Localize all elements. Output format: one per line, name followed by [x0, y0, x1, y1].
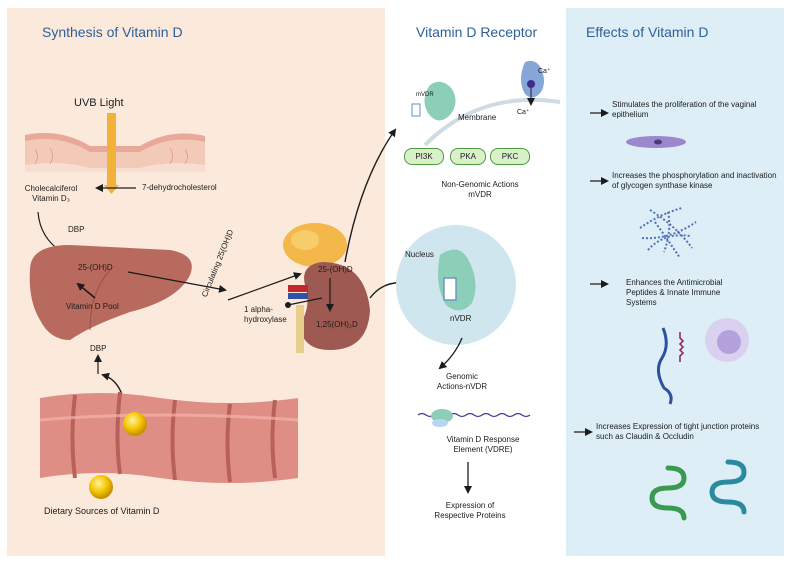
- uvb-label: UVB Light: [74, 97, 124, 109]
- nvdr-label: nVDR: [450, 314, 472, 323]
- liver-25oh-label: 25-(OH)D: [78, 263, 113, 272]
- dbp-label-bottom: DBP: [90, 344, 107, 353]
- effect-vaginal-epithelium: Stimulates the proliferation of the vagi…: [612, 100, 757, 119]
- antimicrobial-peptide: [657, 327, 673, 405]
- pathway-pka: PKA: [450, 148, 486, 165]
- dehydrocholesterol-label: 7-dehydrocholesterol: [142, 183, 217, 192]
- calcitriol-label: 1,25(OH)₂D: [316, 320, 358, 329]
- liver: [29, 245, 192, 340]
- uvb-beam: [107, 113, 116, 185]
- tight-junction-proteins: [649, 459, 747, 521]
- effect-tight-junction: Increases Expression of tight junction p…: [596, 422, 760, 441]
- effect-glycogen-synthase: Increases the phosphorylation and inacti…: [612, 171, 777, 190]
- calcium-label-bottom: Ca⁺: [517, 109, 530, 116]
- genomic-label: Genomic Actions-nVDR: [436, 372, 488, 391]
- non-genomic-label: Non-Genomic Actions mVDR: [441, 180, 519, 199]
- membrane-label: Membrane: [458, 113, 497, 122]
- receptor-header: Vitamin D Receptor: [416, 24, 538, 40]
- nucleus-label: Nucleus: [405, 250, 434, 259]
- vdre-label: Vitamin D Response Element (VDRE): [446, 435, 520, 454]
- vitamin-d3-label: Vitamin D₃: [32, 194, 70, 203]
- kidney-25oh-label: 25-(OH)D: [318, 265, 353, 274]
- calcium-channel: [521, 60, 544, 98]
- dbp-label-top: DBP: [68, 225, 85, 234]
- synthesis-header: Synthesis of Vitamin D: [42, 24, 183, 40]
- vitamin-pill: [123, 412, 147, 436]
- glycogen-structure: [639, 207, 697, 259]
- expression-label: Expression of Respective Proteins: [434, 501, 506, 520]
- vitamin-d-pool-label: Vitamin D Pool: [66, 302, 119, 311]
- effect-antimicrobial: Enhances the Antimicrobial Peptides & In…: [626, 278, 723, 307]
- dietary-sources-label: Dietary Sources of Vitamin D: [44, 506, 160, 516]
- mvdr-receptor: [424, 81, 456, 121]
- alpha-hydroxylase-label: 1 alpha-hydroxylase: [244, 305, 287, 324]
- intestine-illustration: [39, 391, 299, 483]
- pathway-pkc: PKC: [490, 148, 530, 165]
- mvdr-label: mVDR: [416, 92, 434, 98]
- vitamin-pill: [89, 475, 113, 499]
- calcium-label-top: Ca⁺: [538, 68, 551, 75]
- cholecalciferol-label: Cholecalciferol: [24, 184, 78, 193]
- effects-header: Effects of Vitamin D: [586, 24, 709, 40]
- kidney-illustration: [283, 223, 370, 353]
- pathway-pi3k: PI3K: [404, 148, 444, 165]
- membrane-line: [423, 97, 561, 147]
